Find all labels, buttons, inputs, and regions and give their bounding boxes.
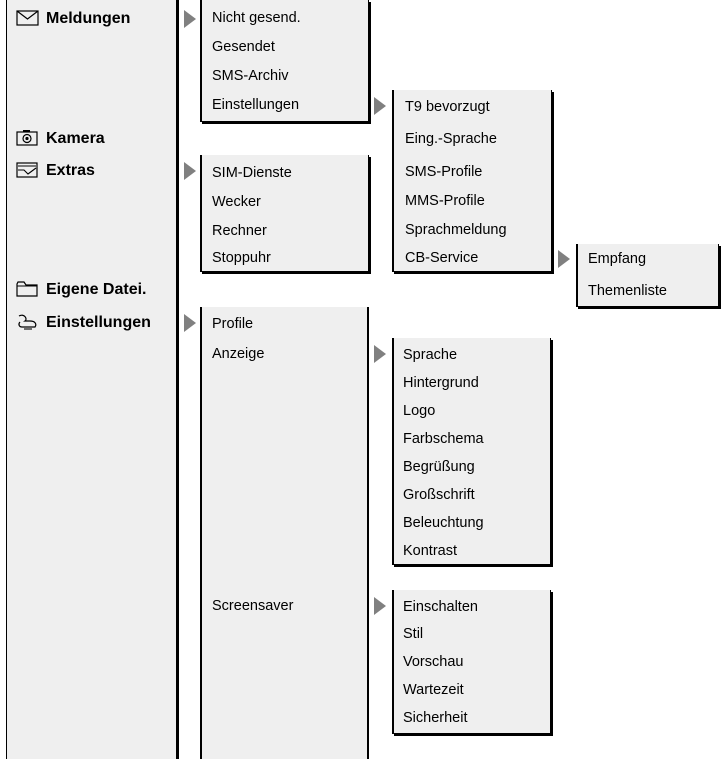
submenu-item[interactable]: Logo — [403, 403, 436, 419]
main-menu-label: Kamera — [46, 130, 105, 147]
submenu-item[interactable]: Wecker — [212, 194, 261, 210]
submenu-item[interactable]: Großschrift — [403, 487, 475, 503]
submenu-arrow-icon — [374, 97, 386, 115]
submenu-arrow-icon — [184, 162, 196, 180]
extras-submenu: SIM-Dienste Wecker Rechner Stoppuhr — [200, 155, 369, 272]
submenu-item[interactable]: Kontrast — [403, 543, 457, 559]
submenu-item[interactable]: Einschalten — [403, 599, 478, 615]
submenu-item[interactable]: SMS-Profile — [405, 164, 483, 180]
extras-icon — [16, 161, 40, 181]
submenu-item[interactable]: Begrüßung — [403, 459, 475, 475]
submenu-item[interactable]: Stil — [403, 626, 424, 642]
main-menu-eigene-datei[interactable]: Eigene Datei. — [16, 280, 146, 300]
submenu-item[interactable]: SMS-Archiv — [212, 68, 289, 84]
submenu-arrow-icon — [184, 314, 196, 332]
anzeige-submenu: Sprache Hintergrund Logo Farbschema Begr… — [392, 338, 551, 565]
submenu-item[interactable]: Farbschema — [403, 431, 484, 447]
main-menu-divider — [176, 0, 179, 759]
submenu-item[interactable]: Beleuchtung — [403, 515, 484, 531]
camera-icon — [16, 129, 40, 149]
submenu-item[interactable]: Sprachmeldung — [405, 222, 507, 238]
main-menu-label: Eigene Datei. — [46, 281, 147, 298]
submenu-item[interactable]: Hintergrund — [403, 375, 479, 391]
submenu-arrow-icon — [558, 250, 570, 268]
submenu-item[interactable]: Gesendet — [212, 39, 275, 55]
einstellungen-submenu-right-edge — [367, 307, 369, 759]
einstellungen-submenu — [200, 307, 369, 759]
submenu-item[interactable]: Vorschau — [403, 654, 464, 670]
main-menu-panel — [6, 0, 178, 759]
main-menu-extras[interactable]: Extras — [16, 161, 95, 181]
settings-icon — [16, 313, 40, 333]
meldungen-einstellungen-submenu: T9 bevorzugt Eing.-Sprache SMS-Profile M… — [392, 90, 552, 272]
submenu-item[interactable]: Sicherheit — [403, 710, 468, 726]
submenu-arrow-icon — [184, 10, 196, 28]
main-menu-label: Meldungen — [46, 10, 131, 27]
folder-icon — [16, 280, 40, 300]
cb-service-submenu: Empfang Themenliste — [576, 244, 719, 307]
main-menu-meldungen[interactable]: Meldungen — [16, 9, 130, 29]
submenu-item[interactable]: Empfang — [588, 251, 647, 267]
submenu-item[interactable]: MMS-Profile — [405, 193, 485, 209]
submenu-item[interactable]: Wartezeit — [403, 682, 464, 698]
submenu-item[interactable]: Anzeige — [212, 346, 265, 362]
submenu-item[interactable]: Screensaver — [212, 598, 294, 614]
envelope-icon — [16, 9, 40, 29]
submenu-item[interactable]: Themenliste — [588, 283, 667, 299]
main-menu-kamera[interactable]: Kamera — [16, 129, 105, 149]
submenu-item[interactable]: Einstellungen — [212, 97, 300, 113]
main-menu-label: Einstellungen — [46, 314, 151, 331]
submenu-item[interactable]: CB-Service — [405, 250, 479, 266]
screensaver-submenu: Einschalten Stil Vorschau Wartezeit Sich… — [392, 590, 551, 734]
main-menu-label: Extras — [46, 162, 95, 179]
submenu-item[interactable]: Rechner — [212, 223, 267, 239]
submenu-item[interactable]: Sprache — [403, 347, 458, 363]
submenu-item[interactable]: Stoppuhr — [212, 250, 271, 266]
submenu-item[interactable]: Eing.-Sprache — [405, 131, 497, 147]
submenu-item[interactable]: Nicht gesend. — [212, 10, 301, 26]
submenu-item[interactable]: SIM-Dienste — [212, 165, 292, 181]
submenu-item[interactable]: Profile — [212, 316, 254, 332]
submenu-arrow-icon — [374, 597, 386, 615]
submenu-arrow-icon — [374, 345, 386, 363]
meldungen-submenu: Nicht gesend. Gesendet SMS-Archiv Einste… — [200, 0, 369, 122]
submenu-item[interactable]: T9 bevorzugt — [405, 99, 490, 115]
main-menu-einstellungen[interactable]: Einstellungen — [16, 313, 151, 333]
